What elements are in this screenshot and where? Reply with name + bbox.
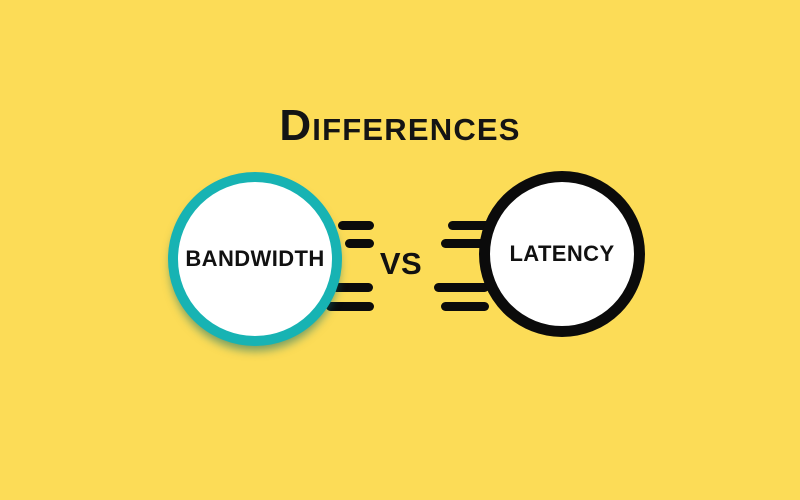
speed-line-right-2 [441, 239, 492, 248]
speed-line-right-1 [448, 221, 492, 230]
page-title: Differences [279, 101, 521, 150]
latency-label: LATENCY [509, 241, 615, 266]
speed-line-right-4 [441, 302, 489, 311]
speed-line-left-2 [345, 239, 374, 248]
speed-line-left-1 [338, 221, 374, 230]
bandwidth-label: BANDWIDTH [185, 246, 325, 271]
speed-line-left-3 [332, 283, 373, 292]
bandwidth-circle: BANDWIDTH [168, 172, 342, 346]
versus-separator-label: VS [379, 246, 423, 281]
speed-line-right-3 [434, 283, 489, 292]
speed-line-left-4 [326, 302, 374, 311]
latency-circle: LATENCY [479, 171, 645, 337]
